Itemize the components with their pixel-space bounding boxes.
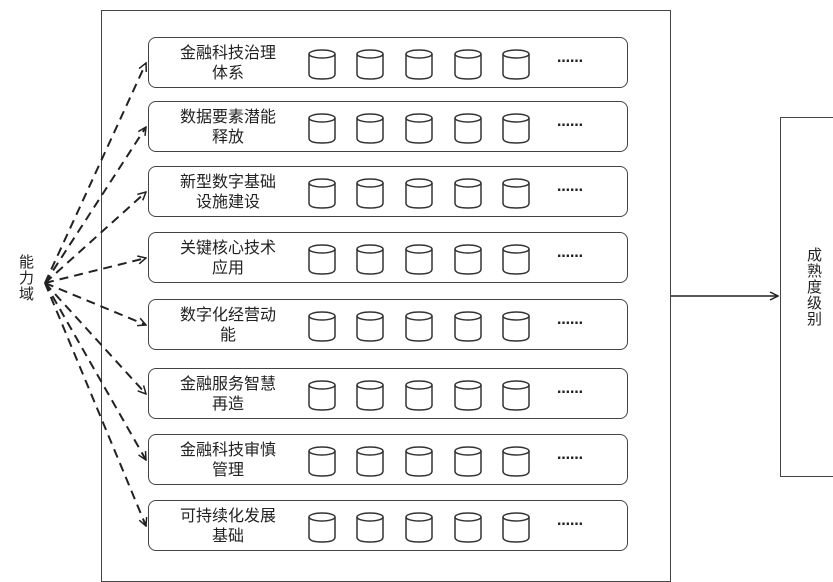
cylinder-icon bbox=[355, 112, 385, 144]
cylinder-icon bbox=[355, 48, 385, 80]
cylinder-icon bbox=[404, 177, 434, 209]
more-ellipsis: …… bbox=[557, 382, 583, 397]
capability-label: 数字化经营动能 bbox=[179, 305, 276, 344]
dashed-arrow bbox=[44, 282, 146, 325]
capability-label: 金融服务智慧再造 bbox=[179, 374, 276, 413]
cylinder-icon bbox=[307, 445, 337, 477]
dashed-arrow bbox=[44, 282, 147, 460]
cylinder-icon bbox=[501, 511, 531, 543]
capability-row: 数据要素潜能释放 …… bbox=[148, 101, 628, 152]
capability-row: 数字化经营动能 …… bbox=[148, 299, 628, 350]
cylinder-icon bbox=[453, 445, 483, 477]
more-ellipsis: …… bbox=[557, 313, 583, 328]
cylinder-icon bbox=[404, 379, 434, 411]
capability-row: 金融服务智慧再造 …… bbox=[148, 368, 628, 419]
cylinder-icon bbox=[404, 48, 434, 80]
cylinder-icon bbox=[501, 48, 531, 80]
dashed-arrow bbox=[44, 127, 146, 284]
cylinder-icon bbox=[307, 511, 337, 543]
cylinder-icon bbox=[501, 177, 531, 209]
more-ellipsis: …… bbox=[557, 115, 583, 130]
cylinder-icon bbox=[501, 445, 531, 477]
cylinder-icon bbox=[501, 112, 531, 144]
cylinder-icon bbox=[453, 310, 483, 342]
capability-row: 新型数字基础设施建设 …… bbox=[148, 166, 628, 217]
cylinder-icon bbox=[307, 48, 337, 80]
capability-row: 关键核心技术应用 …… bbox=[148, 232, 628, 283]
dashed-arrow bbox=[44, 192, 146, 284]
maturity-level-label: 成熟度级别 bbox=[805, 247, 823, 327]
cylinder-icon bbox=[355, 379, 385, 411]
cylinder-icon bbox=[307, 379, 337, 411]
cylinder-icon bbox=[307, 112, 337, 144]
more-ellipsis: …… bbox=[557, 246, 583, 261]
cylinder-icon bbox=[355, 445, 385, 477]
capability-row: 金融科技审慎管理 …… bbox=[148, 434, 628, 485]
cylinder-icon bbox=[307, 243, 337, 275]
cylinder-icon bbox=[355, 243, 385, 275]
cylinder-icon bbox=[453, 177, 483, 209]
dashed-arrow bbox=[44, 63, 146, 284]
dashed-arrow bbox=[44, 258, 146, 284]
capability-label: 新型数字基础设施建设 bbox=[179, 172, 276, 211]
capability-row: 可持续化发展基础 …… bbox=[148, 500, 628, 551]
cylinder-icon bbox=[453, 379, 483, 411]
cylinder-icon bbox=[404, 243, 434, 275]
cylinder-icon bbox=[453, 112, 483, 144]
capability-label: 关键核心技术应用 bbox=[179, 238, 276, 277]
cylinder-icon bbox=[404, 310, 434, 342]
cylinder-icon bbox=[501, 379, 531, 411]
capability-row: 金融科技治理体系 …… bbox=[148, 37, 628, 88]
cylinder-icon bbox=[404, 445, 434, 477]
cylinder-icon bbox=[307, 177, 337, 209]
capability-label: 数据要素潜能释放 bbox=[179, 107, 276, 146]
capability-label: 金融科技审慎管理 bbox=[179, 440, 276, 479]
cylinder-icon bbox=[501, 310, 531, 342]
more-ellipsis: …… bbox=[557, 51, 583, 66]
more-ellipsis: …… bbox=[557, 180, 583, 195]
cylinder-icon bbox=[404, 511, 434, 543]
cylinder-icon bbox=[355, 310, 385, 342]
capability-domain-label: 能力域 bbox=[17, 254, 35, 302]
capability-label: 金融科技治理体系 bbox=[179, 43, 276, 82]
cylinder-icon bbox=[501, 243, 531, 275]
cylinder-icon bbox=[453, 243, 483, 275]
dashed-arrow bbox=[44, 282, 146, 394]
cylinder-icon bbox=[355, 177, 385, 209]
cylinder-icon bbox=[453, 48, 483, 80]
cylinder-icon bbox=[453, 511, 483, 543]
cylinder-icon bbox=[404, 112, 434, 144]
maturity-level-box bbox=[780, 117, 833, 477]
cylinder-icon bbox=[307, 310, 337, 342]
capability-label: 可持续化发展基础 bbox=[179, 506, 276, 545]
more-ellipsis: …… bbox=[557, 514, 583, 529]
more-ellipsis: …… bbox=[557, 448, 583, 463]
cylinder-icon bbox=[355, 511, 385, 543]
